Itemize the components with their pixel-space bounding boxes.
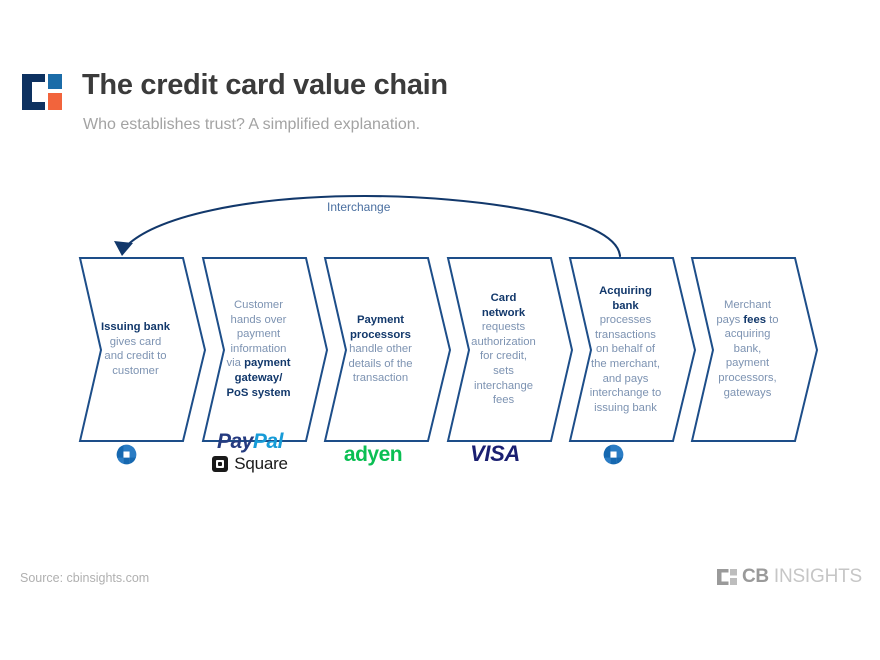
paypal-logo: PayPal [188, 431, 312, 452]
paypal-pal-text: Pal [252, 430, 284, 453]
chevron-stage-6 [690, 257, 819, 442]
square-label: Square [234, 454, 288, 473]
chevron-stage-3 [323, 257, 452, 442]
stage-1-logos [64, 444, 188, 465]
square-logo: Square [188, 454, 312, 474]
interchange-label: Interchange [327, 200, 391, 214]
chase-logo [603, 444, 623, 465]
page-subtitle: Who establishes trust? A simplified expl… [83, 116, 421, 133]
square-mark-icon [212, 456, 229, 472]
chevron-stage-1 [78, 257, 207, 442]
footer-brand-cb: CB [742, 566, 769, 587]
page-title: The credit card value chain [82, 69, 448, 101]
interchange-arrow [114, 194, 622, 258]
stage-4-logos: VISA [433, 441, 557, 467]
stage-3-logos: adyen [311, 443, 435, 467]
footer-brand-insights: INSIGHTS [773, 566, 862, 587]
chevron-stage-5 [568, 257, 697, 442]
cbinsights-logo-icon [22, 74, 62, 110]
source-note: Source: cbinsights.com [20, 571, 150, 585]
header: The credit card value chain Who establis… [0, 0, 880, 160]
paypal-pay-text: Pay [217, 430, 253, 453]
stage-5-logos [551, 444, 675, 465]
adyen-logo: adyen [343, 443, 403, 466]
footer-brand-logo: CB INSIGHTS [717, 566, 862, 588]
stage-2-logos: PayPal Square [188, 431, 312, 474]
chase-logo [116, 444, 136, 465]
visa-logo: VISA [470, 441, 520, 466]
cbinsights-logo-icon [717, 569, 738, 585]
chevron-stage-2 [201, 257, 329, 442]
chevron-stage-4 [446, 257, 574, 442]
